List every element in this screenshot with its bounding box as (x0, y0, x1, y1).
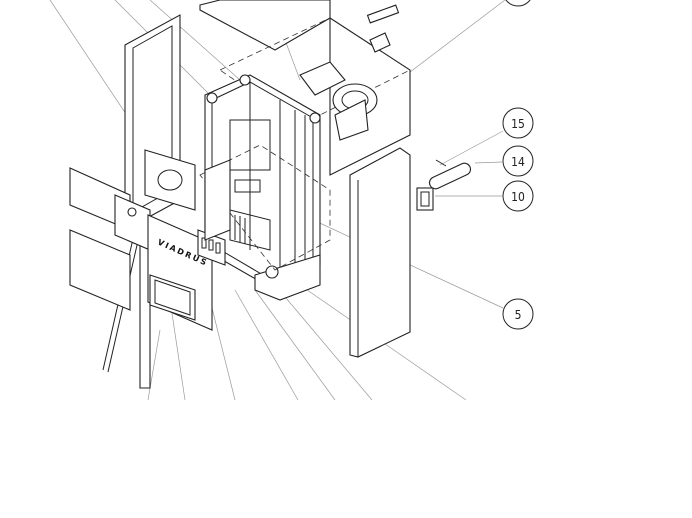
callout-label: 14 (511, 155, 525, 169)
right-side-panel (349, 147, 411, 358)
callout-partial-top (505, 0, 531, 7)
front-door: VIADRUS (147, 159, 231, 331)
callout-label: 5 (515, 308, 522, 322)
front-cover-panels (69, 167, 151, 311)
callout-5: 5 (502, 298, 534, 330)
callout-15: 15 (502, 107, 534, 139)
callout-10: 10 (502, 180, 534, 212)
flue-outlet (299, 4, 400, 141)
cleaning-cover (144, 149, 196, 211)
small-parts (416, 159, 472, 211)
callout-label: 15 (511, 117, 525, 131)
callout-14: 14 (502, 145, 534, 177)
callout-label: 10 (511, 190, 525, 204)
